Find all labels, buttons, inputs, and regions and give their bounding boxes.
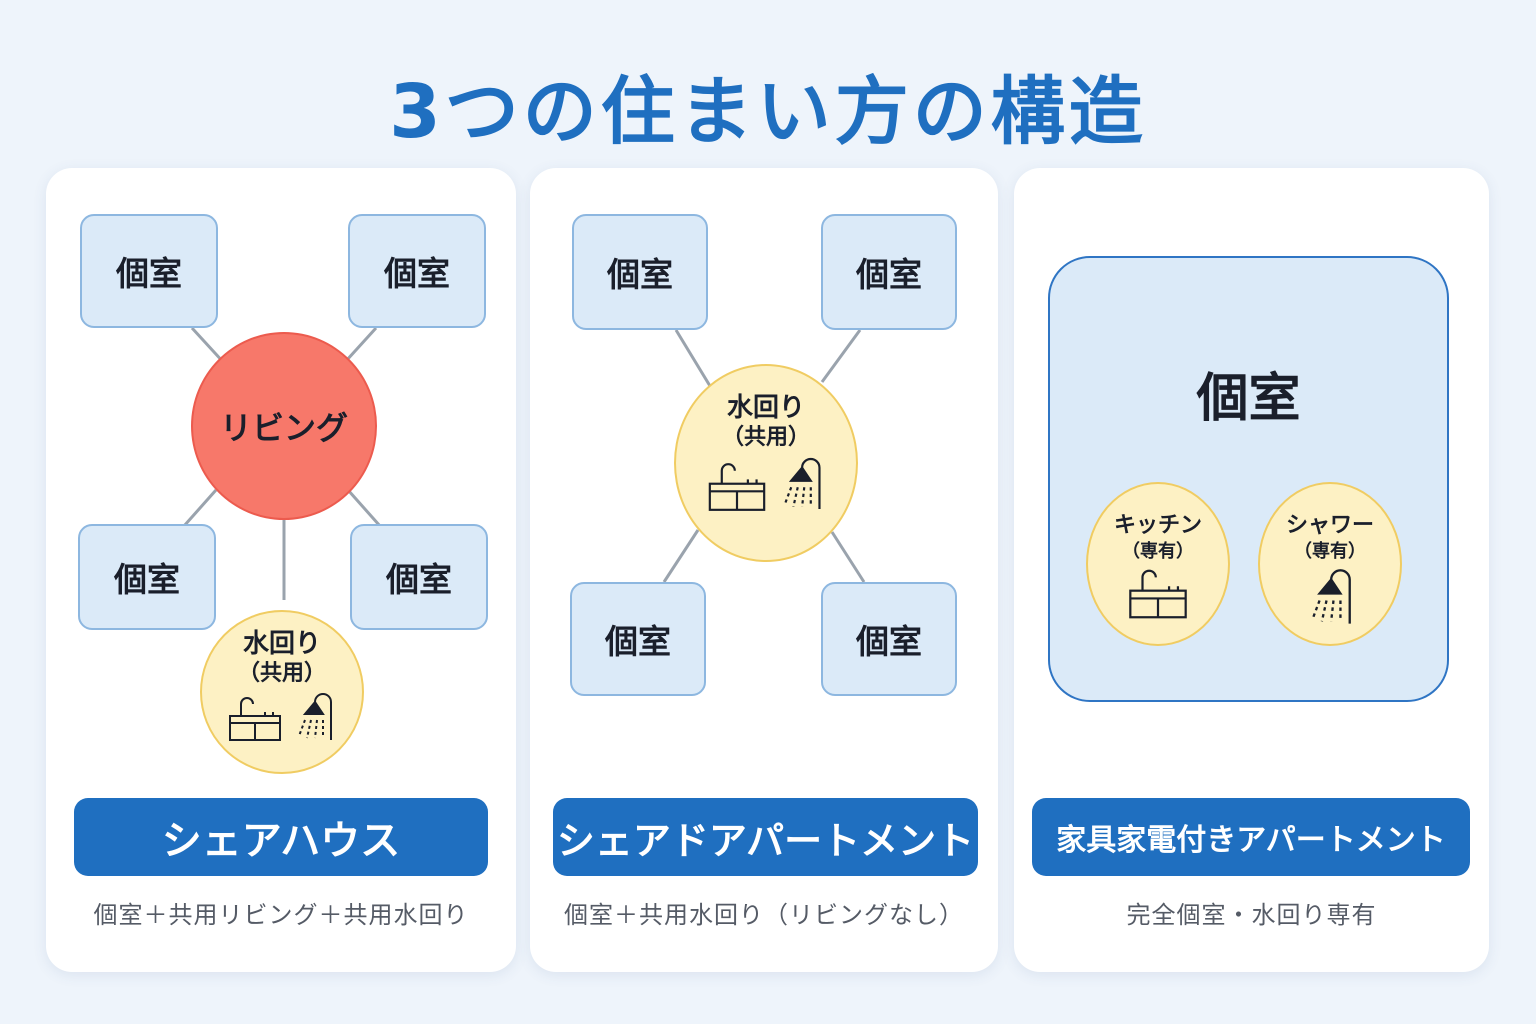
living-room: リビング xyxy=(191,332,377,520)
kitchen-icon xyxy=(708,463,766,511)
kitchen-icon xyxy=(229,697,281,741)
water-title: 水回り xyxy=(242,629,321,659)
water-title: 水回り xyxy=(726,393,805,423)
shower-icon xyxy=(783,457,821,509)
furnished-apartment-description: 完全個室・水回り専有 xyxy=(1126,901,1377,929)
private-room: 個室 xyxy=(80,214,218,328)
private-shower: シャワー （専有） xyxy=(1258,482,1402,646)
shared-water-area: 水回り （共用） xyxy=(200,610,364,774)
shared-apartment-button[interactable]: シェアドアパートメント xyxy=(553,798,978,876)
sharehouse-description: 個室＋共用リビング＋共用水回り xyxy=(93,901,469,929)
room-label: 個室 xyxy=(1196,369,1301,429)
private-room: 個室 xyxy=(350,524,488,630)
private-room: 個室 xyxy=(821,582,957,696)
private-room: 個室 xyxy=(570,582,706,696)
sharehouse-button[interactable]: シェアハウス xyxy=(74,798,488,876)
shower-sub: （専有） xyxy=(1294,541,1366,562)
water-sub: （共用） xyxy=(237,661,326,686)
shared-apartment-description: 個室＋共用水回り（リビングなし） xyxy=(564,901,964,929)
shower-title: シャワー xyxy=(1285,513,1374,538)
shared-apartment-card: 個室 個室 個室 個室 水回り （共用） xyxy=(530,168,998,972)
kitchen-icon xyxy=(1129,569,1187,619)
kitchen-title: キッチン xyxy=(1113,513,1202,538)
private-room: 個室 xyxy=(348,214,486,328)
furnished-apartment-card: 個室 キッチン （専有） シャワー （専有） xyxy=(1014,168,1489,972)
page-title: 3つの住まい方の構造 xyxy=(389,69,1147,155)
sharehouse-card: 個室 個室 個室 個室 リビング 水回り （共用） xyxy=(46,168,516,972)
private-room: 個室 xyxy=(572,214,708,330)
furnished-apartment-button[interactable]: 家具家電付きアパートメント xyxy=(1032,798,1470,876)
shared-apartment-connectors xyxy=(662,329,866,583)
private-kitchen: キッチン （専有） xyxy=(1086,482,1230,646)
private-apartment-room: 個室 キッチン （専有） シャワー （専有） xyxy=(1048,256,1449,702)
kitchen-sub: （専有） xyxy=(1122,541,1194,562)
water-sub: （共用） xyxy=(721,425,810,450)
private-room: 個室 xyxy=(821,214,957,330)
shower-icon xyxy=(298,693,332,740)
shower-icon xyxy=(1311,569,1351,624)
private-room: 個室 xyxy=(78,524,216,630)
shared-water-area: 水回り （共用） xyxy=(674,364,858,562)
